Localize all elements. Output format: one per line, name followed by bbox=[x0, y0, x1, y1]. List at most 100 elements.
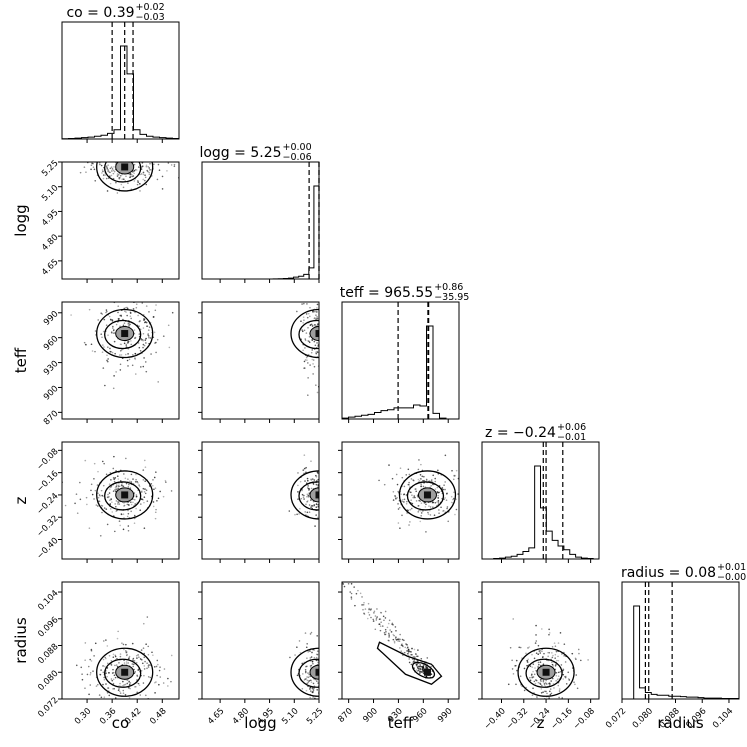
y-tick-label: 900 bbox=[42, 384, 61, 403]
sample-point bbox=[322, 686, 324, 688]
sample-point bbox=[313, 340, 316, 343]
sample-point bbox=[322, 496, 324, 498]
sample-point bbox=[323, 704, 325, 706]
sample-point bbox=[312, 373, 314, 375]
title-median: 0.39 bbox=[103, 5, 134, 21]
sample-point bbox=[328, 697, 330, 699]
sample-point bbox=[438, 509, 440, 511]
sample-point bbox=[113, 455, 115, 458]
sample-point bbox=[122, 707, 124, 709]
contour-outer bbox=[96, 647, 154, 697]
sample-point bbox=[327, 518, 329, 520]
sample-point bbox=[128, 683, 131, 686]
sample-point bbox=[122, 157, 124, 159]
sample-point bbox=[330, 674, 332, 676]
sample-point bbox=[312, 483, 315, 485]
sample-point bbox=[323, 333, 325, 335]
sample-point bbox=[135, 661, 138, 664]
sample-point bbox=[113, 480, 116, 483]
sample-point bbox=[171, 311, 174, 314]
sample-point bbox=[125, 306, 127, 309]
sample-point bbox=[326, 337, 328, 339]
sample-point bbox=[132, 659, 135, 662]
sample-point bbox=[444, 454, 447, 457]
sample-point bbox=[92, 670, 94, 672]
sample-point bbox=[301, 662, 304, 665]
sample-point bbox=[403, 639, 405, 642]
sample-point bbox=[117, 689, 120, 692]
sample-point bbox=[115, 487, 118, 490]
sample-point bbox=[551, 663, 554, 666]
sample-point bbox=[118, 157, 120, 159]
sample-point bbox=[308, 703, 310, 705]
hist-panel-co: co = 0.39+0.02−0.03 bbox=[61, 2, 180, 143]
sample-point bbox=[152, 505, 155, 508]
density-peak bbox=[315, 491, 319, 499]
sample-point bbox=[126, 653, 128, 656]
sample-point bbox=[534, 642, 537, 644]
sample-point bbox=[306, 316, 309, 319]
sample-point bbox=[304, 339, 307, 342]
sample-point bbox=[79, 498, 82, 501]
sample-point bbox=[578, 652, 580, 655]
histogram-z bbox=[482, 465, 599, 559]
sample-point bbox=[58, 155, 60, 157]
sample-point bbox=[110, 166, 113, 168]
sample-point bbox=[143, 674, 145, 677]
sample-point bbox=[162, 495, 165, 498]
sample-point bbox=[393, 634, 395, 637]
title-co: co = 0.39 bbox=[66, 5, 134, 21]
sample-point bbox=[106, 675, 108, 678]
sample-point bbox=[315, 314, 317, 316]
sample-point bbox=[285, 700, 287, 702]
sample-point bbox=[331, 333, 333, 335]
sample-point bbox=[321, 325, 323, 327]
sample-point bbox=[328, 315, 330, 317]
sample-point bbox=[88, 693, 90, 696]
sample-point bbox=[119, 314, 121, 317]
sample-point bbox=[326, 293, 328, 295]
sample-point bbox=[328, 344, 330, 346]
sample-point bbox=[139, 190, 141, 192]
sample-point bbox=[143, 321, 146, 324]
sample-point bbox=[133, 163, 136, 166]
sample-point bbox=[125, 346, 128, 348]
sample-point bbox=[310, 679, 312, 682]
sample-point bbox=[305, 332, 308, 334]
sample-point bbox=[343, 467, 345, 469]
sample-point bbox=[113, 478, 116, 480]
sample-point bbox=[97, 155, 99, 157]
histogram-teff bbox=[342, 325, 459, 419]
sample-point bbox=[185, 340, 187, 342]
sample-point bbox=[327, 501, 329, 503]
sample-point bbox=[546, 692, 548, 695]
sample-point bbox=[130, 158, 132, 160]
sample-point bbox=[90, 649, 93, 651]
sample-point bbox=[324, 664, 326, 666]
sample-point bbox=[311, 325, 314, 327]
sample-point bbox=[330, 344, 332, 346]
sample-point bbox=[327, 317, 329, 319]
sample-point bbox=[311, 687, 314, 690]
sample-point bbox=[361, 604, 363, 606]
sample-point bbox=[322, 515, 324, 517]
sample-point bbox=[417, 670, 419, 672]
sample-point bbox=[306, 665, 308, 668]
sample-point bbox=[159, 159, 161, 161]
sample-point bbox=[102, 330, 105, 333]
sample-point bbox=[333, 307, 335, 309]
sample-point bbox=[335, 319, 337, 321]
sample-point bbox=[330, 325, 332, 327]
title-minus-radius: −0.00 bbox=[717, 572, 746, 583]
sample-point bbox=[420, 463, 422, 466]
sample-point bbox=[333, 497, 335, 499]
sample-point bbox=[392, 499, 395, 501]
sample-point bbox=[316, 680, 318, 682]
sample-point bbox=[329, 480, 331, 482]
contour-outer bbox=[376, 641, 443, 685]
sample-point bbox=[383, 483, 386, 486]
sample-point bbox=[145, 305, 148, 307]
sample-point bbox=[557, 675, 560, 677]
title-eq: = bbox=[492, 425, 513, 441]
sample-point bbox=[118, 520, 121, 522]
